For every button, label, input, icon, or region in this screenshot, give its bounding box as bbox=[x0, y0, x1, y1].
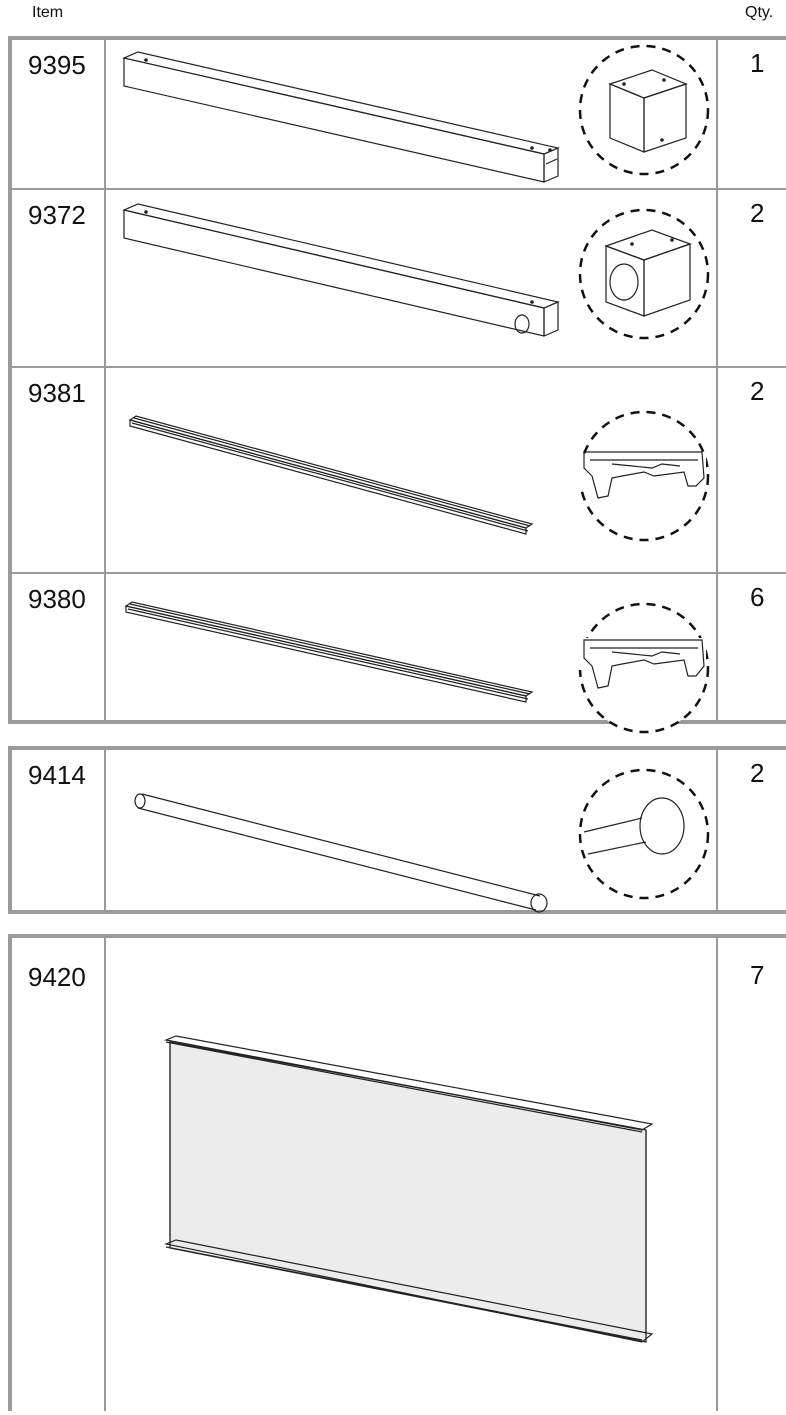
item-quantity: 2 bbox=[750, 198, 765, 228]
item-quantity: 6 bbox=[750, 582, 765, 612]
detail-callout-icon bbox=[578, 44, 710, 176]
channel-rail-drawing bbox=[124, 601, 534, 703]
item-quantity: 7 bbox=[750, 960, 765, 990]
square-tube-drawing bbox=[122, 51, 560, 183]
detail-callout-icon bbox=[576, 410, 710, 542]
detail-callout-icon bbox=[578, 602, 710, 734]
column-divider bbox=[716, 938, 718, 1411]
part-row-9372: 9372 2 bbox=[12, 188, 786, 366]
parts-panel-2: 9414 2 bbox=[8, 746, 786, 914]
part-row-9381: 9381 2 bbox=[12, 366, 786, 572]
item-number: 9380 bbox=[28, 584, 86, 614]
item-number: 9381 bbox=[28, 378, 86, 408]
part-row-9414: 9414 2 bbox=[12, 750, 786, 913]
item-number: 9420 bbox=[28, 962, 86, 992]
part-row-9395: 9395 1 bbox=[12, 40, 786, 188]
item-number: 9395 bbox=[28, 50, 86, 80]
part-row-9380: 9380 6 bbox=[12, 572, 786, 734]
part-row-9420: 9420 7 bbox=[12, 938, 786, 1415]
column-divider bbox=[104, 750, 106, 910]
item-number: 9414 bbox=[28, 760, 86, 790]
detail-callout-icon bbox=[578, 208, 710, 340]
column-divider bbox=[716, 750, 718, 910]
item-column-header: Item bbox=[32, 4, 64, 21]
infill-panel-drawing bbox=[163, 1035, 654, 1343]
channel-rail-drawing bbox=[128, 415, 534, 535]
item-quantity: 1 bbox=[750, 48, 765, 78]
item-quantity: 2 bbox=[750, 758, 765, 788]
round-rod-drawing bbox=[134, 793, 548, 913]
qty-column-header: Qty. bbox=[745, 4, 774, 21]
square-tube-with-hole-drawing bbox=[122, 203, 560, 337]
detail-callout-icon bbox=[578, 768, 710, 900]
item-number: 9372 bbox=[28, 200, 86, 230]
column-divider bbox=[104, 938, 106, 1411]
parts-panel-1: 9395 1 9372 2 bbox=[8, 36, 786, 734]
parts-panel-3: 9420 7 bbox=[8, 934, 786, 1411]
item-quantity: 2 bbox=[750, 376, 765, 406]
column-divider bbox=[716, 40, 718, 720]
column-divider bbox=[104, 40, 106, 720]
